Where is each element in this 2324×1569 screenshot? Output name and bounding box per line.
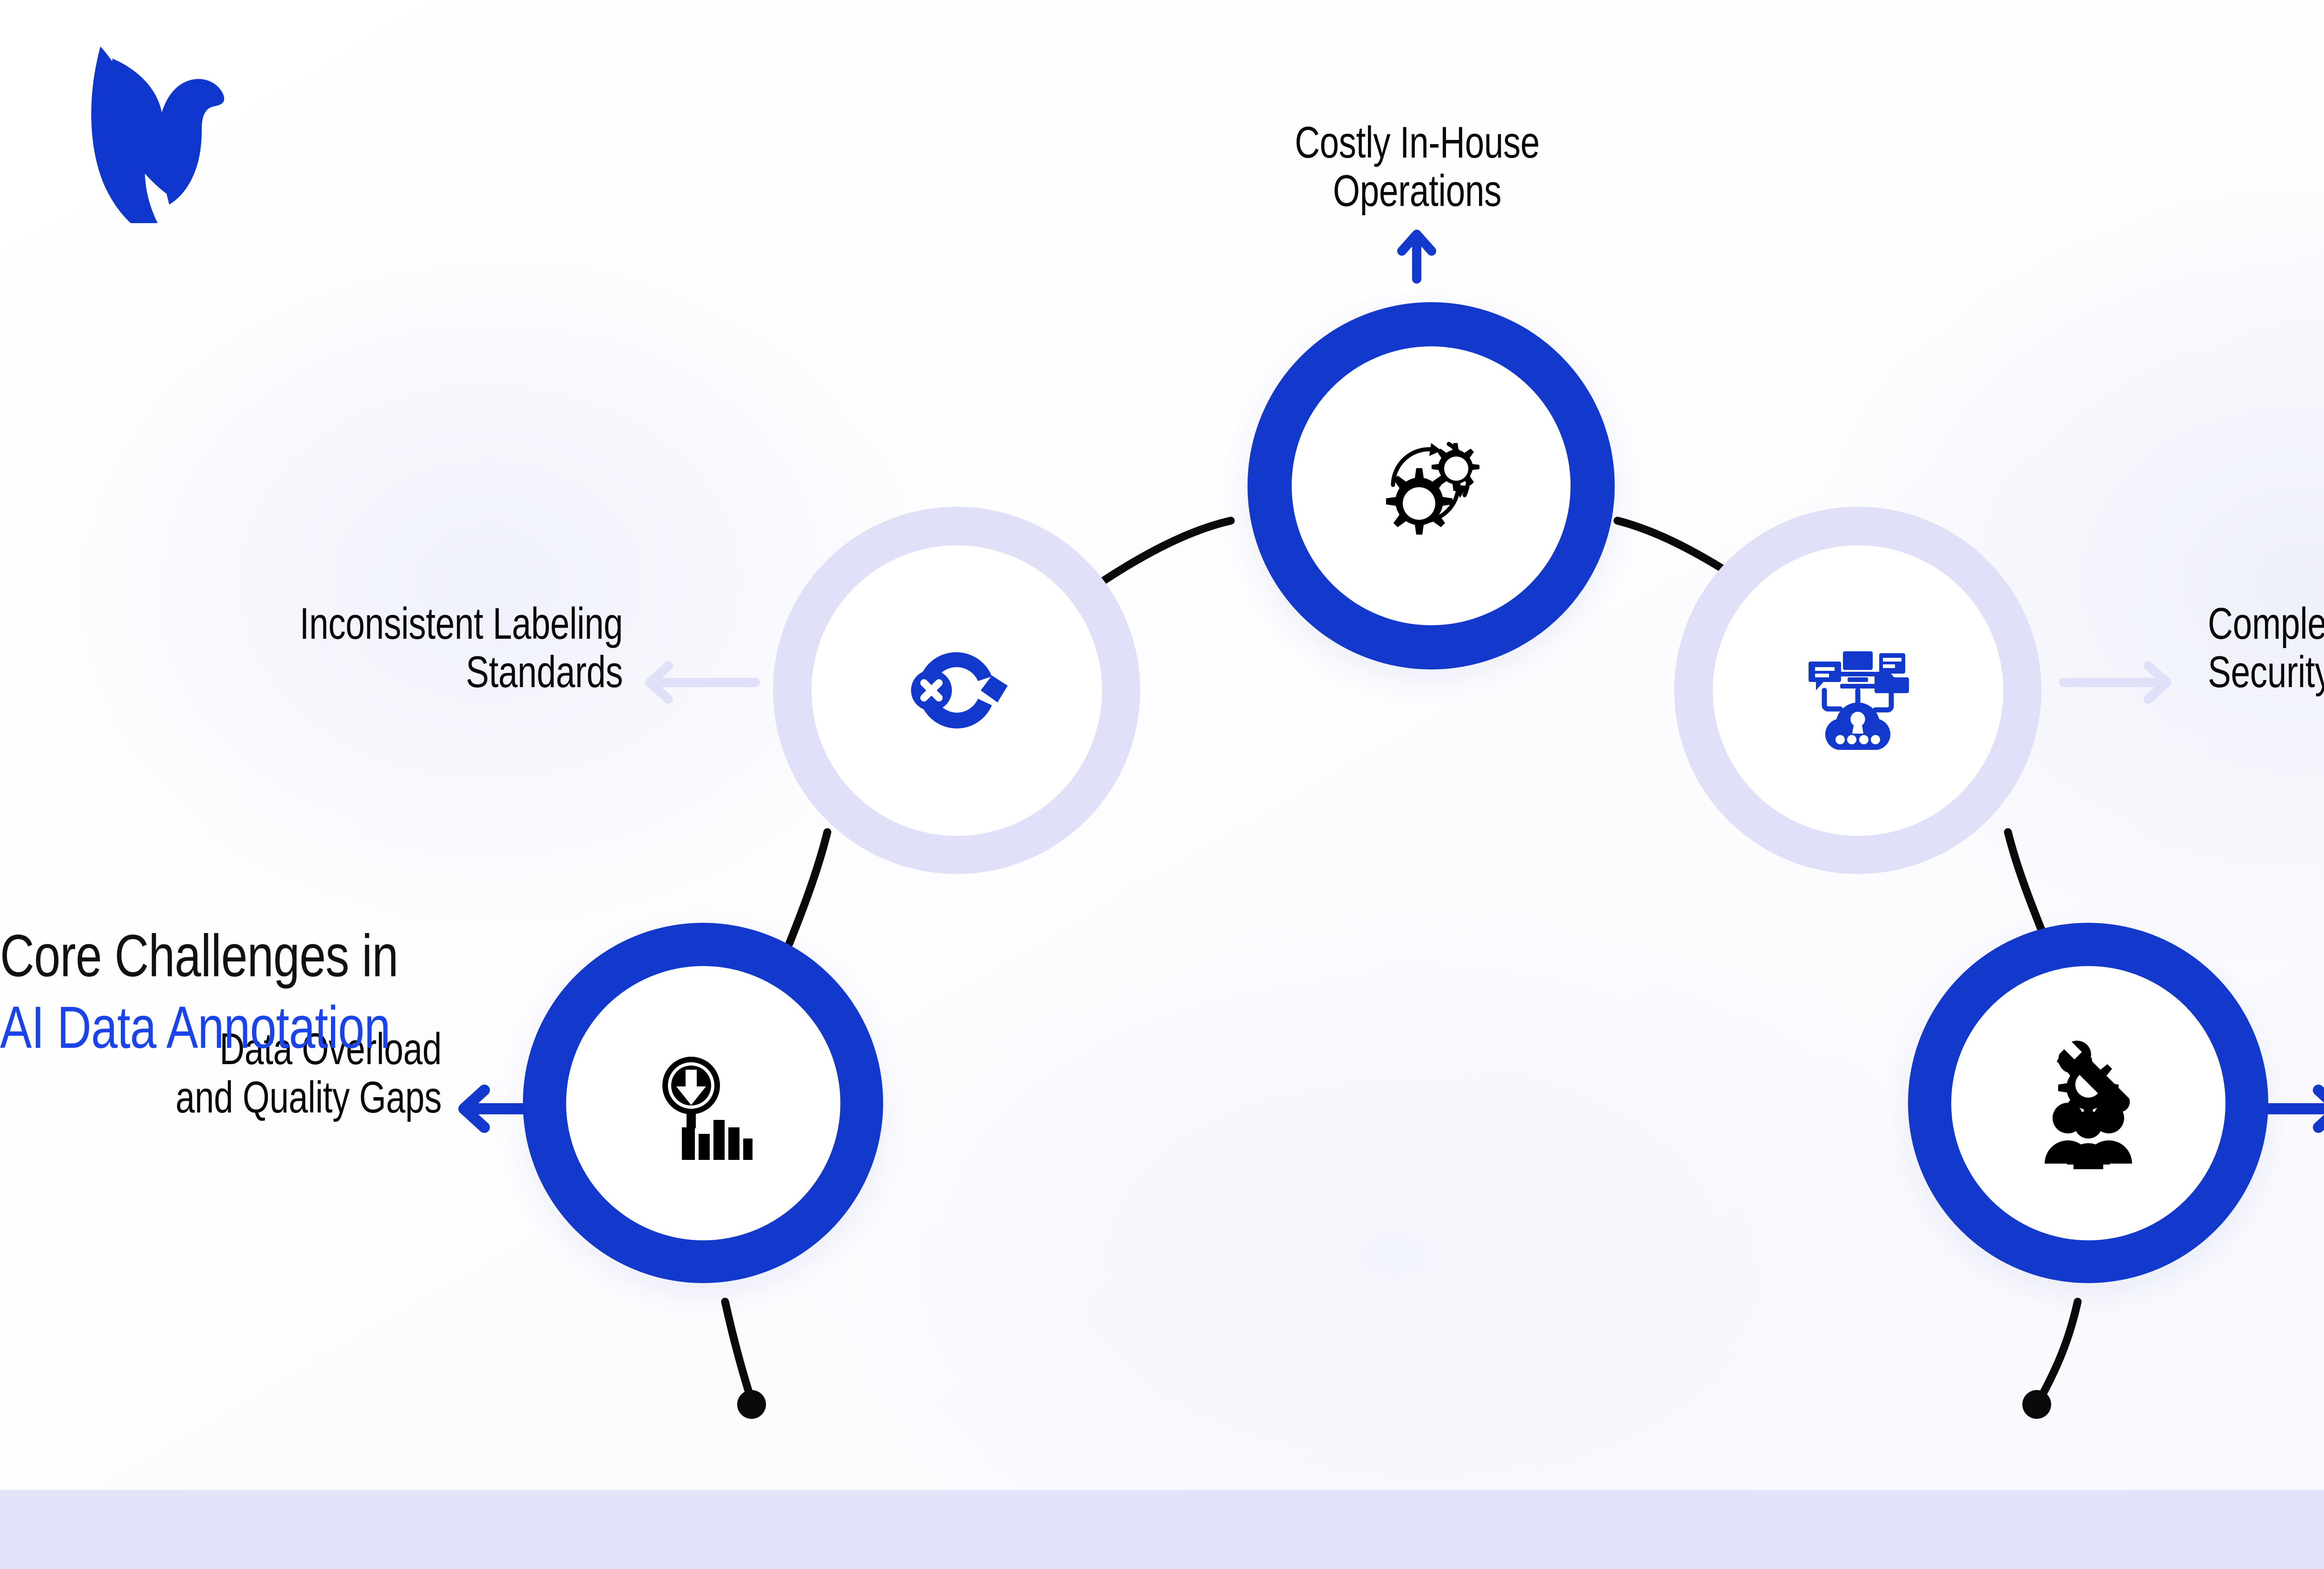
arrow-right-complex	[2059, 661, 2172, 704]
node-icon-frame	[566, 966, 840, 1240]
node-icon-frame	[1712, 545, 2003, 836]
node-icon-frame	[1292, 346, 1571, 625]
node-costly-in-house-operations[interactable]	[1248, 302, 1615, 669]
page-title: Core Challenges in AI Data Annotation	[0, 920, 580, 1063]
team-gear-wrench-icon	[2044, 1040, 2132, 1169]
node-complex-data-security-needs[interactable]	[1674, 507, 2041, 874]
node-limited-skilled-workforce[interactable]	[1908, 923, 2268, 1283]
page-title-line-2: AI Data Annotation	[0, 994, 390, 1061]
sync-error-icon	[911, 652, 1008, 729]
cloud-security-network-icon	[1809, 651, 1909, 750]
eagle-logo-icon	[56, 28, 242, 223]
node-icon-frame	[811, 545, 1102, 836]
node-label-costly-in-house-operations: Costly In-House Operations	[1294, 118, 1540, 216]
arrow-left-inconsistent	[645, 661, 760, 704]
page-title-line-1: Core Challenges in	[0, 923, 398, 989]
magnifier-down-bars-icon	[662, 1056, 753, 1160]
node-label-inconsistent-labeling-standards: Inconsistent Labeling Standards	[299, 599, 623, 697]
arrow-up-costly	[1397, 230, 1436, 284]
node-label-data-overload-and-quality-gaps: Data Overload and Quality Gaps	[175, 1024, 442, 1122]
node-icon-frame	[1951, 966, 2225, 1240]
gears-cycle-icon	[1386, 442, 1479, 535]
bottom-accent-band	[0, 1490, 2324, 1569]
node-data-overload-and-quality-gaps[interactable]	[523, 923, 883, 1283]
node-label-complex-data-security-needs: Complex Data Security Needs	[2208, 599, 2324, 697]
node-inconsistent-labeling-standards[interactable]	[773, 507, 1140, 874]
